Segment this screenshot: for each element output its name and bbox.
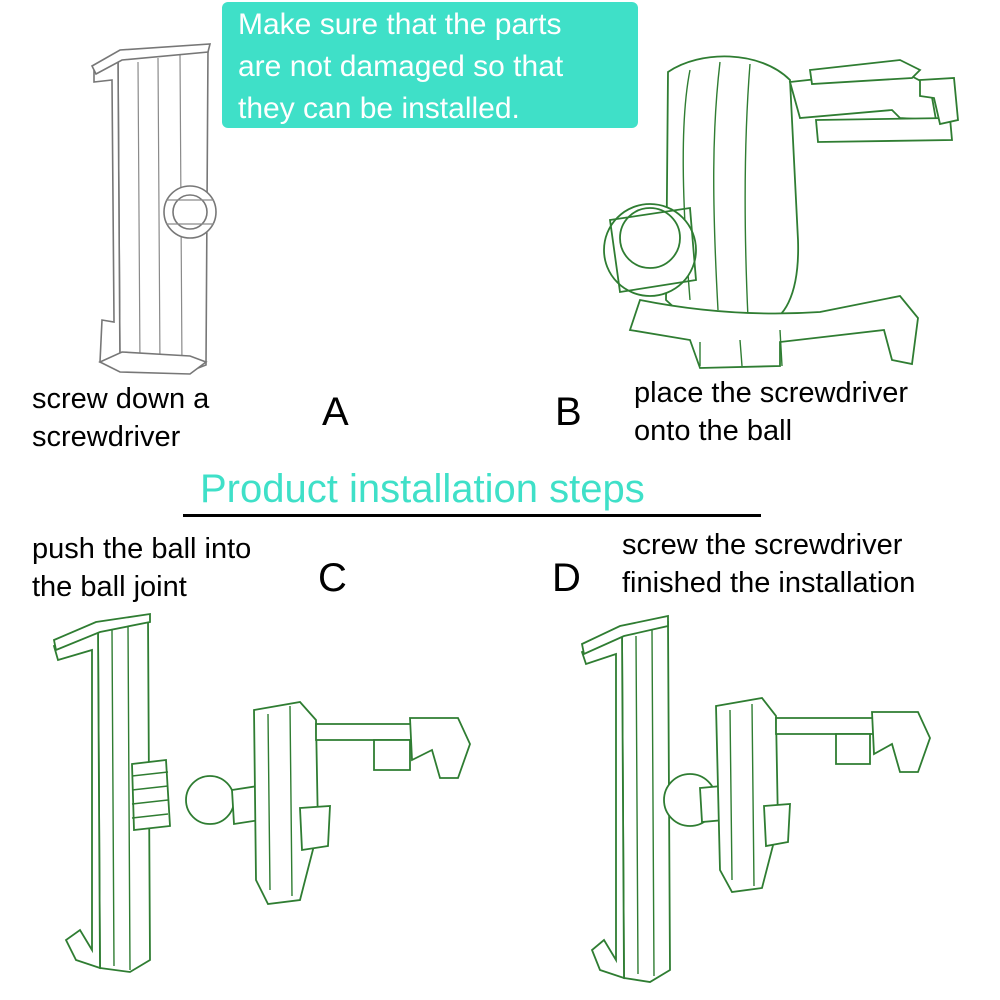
note-line-2: are not damaged so that	[238, 50, 564, 83]
step-d-letter: D	[552, 556, 581, 600]
step-a-line-2: screwdriver	[32, 421, 181, 453]
step-d-line-2: finished the installation	[622, 567, 916, 599]
step-a-letter: A	[322, 390, 349, 434]
assembly-drawing-c	[52, 612, 471, 973]
step-b-caption: place the screwdriver onto the ball	[634, 374, 908, 450]
title-underline	[183, 514, 761, 517]
note-line-1: Make sure that the parts	[238, 8, 562, 41]
warning-note: Make sure that the parts are not damaged…	[222, 2, 638, 128]
page-title: Product installation steps	[200, 467, 645, 511]
mount-drawing-b	[603, 55, 959, 369]
step-b-line-1: place the screwdriver	[634, 377, 908, 409]
step-b-letter: B	[555, 390, 582, 434]
step-c-line-1: push the ball into	[32, 533, 252, 565]
step-c-caption: push the ball into the ball joint	[32, 530, 251, 606]
step-c-line-2: the ball joint	[32, 571, 187, 603]
step-c-letter: C	[318, 556, 347, 600]
step-a-line-1: screw down a	[32, 383, 210, 415]
step-d-caption: screw the screwdriver finished the insta…	[622, 526, 915, 602]
step-a-caption: screw down a screwdriver	[32, 380, 209, 456]
step-b-line-2: onto the ball	[634, 415, 793, 447]
clamp-drawing-a	[90, 43, 217, 375]
note-line-3: they can be installed.	[238, 92, 520, 125]
assembly-drawing-d	[580, 614, 931, 983]
step-d-line-1: screw the screwdriver	[622, 529, 903, 561]
